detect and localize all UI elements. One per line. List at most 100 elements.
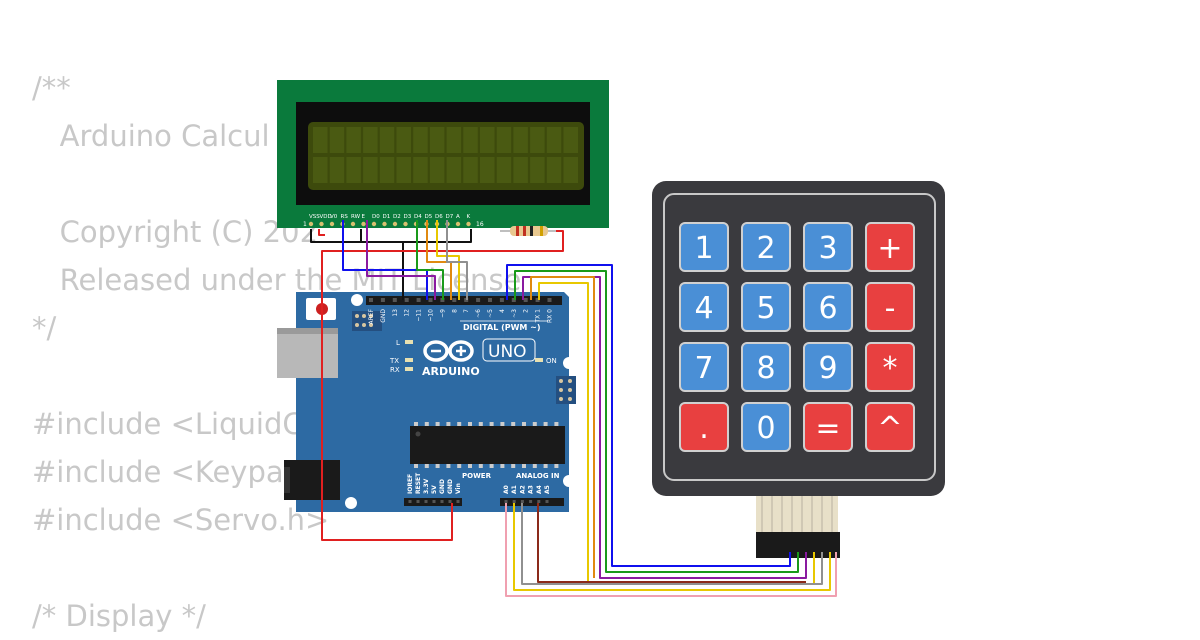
lcd-pin[interactable] xyxy=(350,221,356,227)
code-line: Released under the MIT License xyxy=(32,263,522,297)
lcd-pin[interactable] xyxy=(382,221,387,227)
digital-pin[interactable] xyxy=(416,298,421,302)
lcd-pin-label: V0 xyxy=(330,214,338,220)
chip-leg xyxy=(446,422,451,426)
digital-pin[interactable] xyxy=(404,298,409,302)
chip-leg xyxy=(532,464,537,468)
wire-vcc-5v xyxy=(321,230,564,541)
lcd-cell xyxy=(513,127,528,153)
analog-pin[interactable] xyxy=(537,500,541,503)
analog-header-label: ANALOG IN xyxy=(516,472,560,480)
chip-leg xyxy=(489,422,494,426)
keypad-key[interactable] xyxy=(803,402,853,452)
digital-pin[interactable] xyxy=(476,298,481,302)
keypad-key[interactable] xyxy=(679,402,729,452)
lcd-cell xyxy=(563,127,578,153)
analog-pin[interactable] xyxy=(529,500,533,503)
power-jack xyxy=(284,460,340,500)
analog-pin[interactable] xyxy=(520,500,524,503)
analog-pin-label: A1 xyxy=(511,485,518,494)
digital-pin[interactable] xyxy=(499,298,504,302)
chip-leg xyxy=(468,422,472,426)
keypad-key[interactable] xyxy=(741,402,791,452)
lcd-pin[interactable] xyxy=(361,221,366,227)
digital-pin[interactable] xyxy=(488,298,492,302)
digital-pin[interactable] xyxy=(369,298,373,302)
wire-d7 xyxy=(446,220,468,300)
analog-pin[interactable] xyxy=(545,500,549,503)
lcd-cell xyxy=(313,127,328,153)
keypad-key[interactable] xyxy=(679,282,729,332)
keypad-key-label: 7 xyxy=(694,351,713,386)
keypad-key[interactable] xyxy=(679,222,729,272)
lcd-cell xyxy=(513,157,528,183)
keypad-key[interactable] xyxy=(741,222,791,272)
lcd-pin[interactable] xyxy=(319,221,324,227)
code-line: */ xyxy=(32,311,57,345)
chip-leg xyxy=(554,422,559,426)
digital-pin-label: ~3 xyxy=(511,309,518,318)
lcd-pin[interactable] xyxy=(455,221,461,227)
keypad-key-label: - xyxy=(885,291,896,326)
keypad-key[interactable] xyxy=(679,342,729,392)
power-pin[interactable] xyxy=(440,500,444,503)
wire-kp-c1 xyxy=(538,282,815,585)
keypad-key[interactable] xyxy=(741,342,791,392)
digital-pin[interactable] xyxy=(428,298,433,302)
code-line: Copyright (C) 202 xyxy=(32,215,319,249)
digital-pin[interactable] xyxy=(452,298,457,302)
power-pin[interactable] xyxy=(448,500,452,503)
lcd-cell xyxy=(346,127,361,153)
power-pin[interactable] xyxy=(432,500,436,503)
keypad-key[interactable] xyxy=(803,222,853,272)
lcd-pin[interactable] xyxy=(371,221,377,227)
led-l xyxy=(405,340,413,344)
lcd-pin-label: D5 xyxy=(425,214,433,220)
resistor[interactable] xyxy=(500,226,556,236)
digital-pin[interactable] xyxy=(523,298,528,302)
wire-d5 xyxy=(426,220,452,300)
wire-vss-gnd xyxy=(310,229,404,300)
lcd-pin[interactable] xyxy=(392,221,398,227)
digital-pin[interactable] xyxy=(547,298,552,302)
power-pin[interactable] xyxy=(416,500,420,503)
keypad-key[interactable] xyxy=(865,402,915,452)
keypad-key[interactable] xyxy=(741,282,791,332)
digital-pin[interactable] xyxy=(380,298,385,302)
lcd-pin[interactable] xyxy=(403,221,408,227)
digital-pin[interactable] xyxy=(511,298,516,302)
analog-pin-label: A4 xyxy=(536,485,543,494)
keypad-key[interactable] xyxy=(803,342,853,392)
lcd-pin[interactable] xyxy=(466,221,471,227)
lcd-pin-label: D0 xyxy=(372,214,380,220)
lcd-pin-label: D6 xyxy=(435,214,443,220)
chip-leg xyxy=(468,464,472,468)
power-pin[interactable] xyxy=(424,500,428,503)
lcd-pin[interactable] xyxy=(308,221,314,227)
digital-pin-label: AREF xyxy=(368,308,375,324)
lcd-pin[interactable] xyxy=(329,221,335,227)
keypad-key[interactable] xyxy=(803,282,853,332)
code-line: /** xyxy=(32,71,71,105)
chip-leg xyxy=(554,464,559,468)
arduino-model: UNO xyxy=(488,342,527,362)
led-tx-label: TX xyxy=(389,357,399,365)
keypad-key[interactable] xyxy=(865,282,915,332)
power-pin[interactable] xyxy=(408,500,412,503)
digital-pin[interactable] xyxy=(392,298,397,302)
digital-pin-label: GND xyxy=(380,309,387,323)
analog-pin[interactable] xyxy=(512,500,516,503)
analog-pin[interactable] xyxy=(504,500,508,503)
lcd-cell xyxy=(329,127,345,153)
power-pin[interactable] xyxy=(456,500,460,503)
digital-pin[interactable] xyxy=(535,298,540,302)
chip-leg xyxy=(424,422,429,426)
chip-leg xyxy=(500,464,505,468)
keypad-key[interactable] xyxy=(865,222,915,272)
keypad-key[interactable] xyxy=(865,342,915,392)
power-header-label: POWER xyxy=(462,472,492,480)
